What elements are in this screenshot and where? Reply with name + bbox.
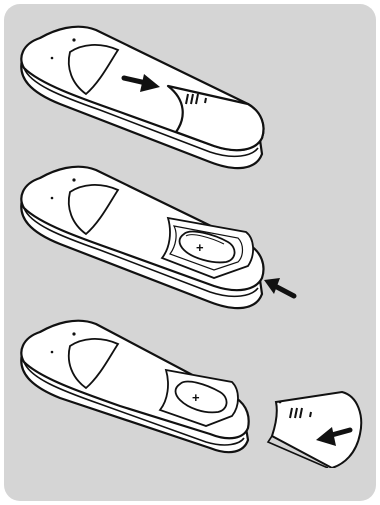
battery-plus-label: + xyxy=(192,390,200,405)
remote-and-cover-drawing: + xyxy=(0,318,380,468)
remote-with-cover-drawing xyxy=(0,0,380,175)
arrow-upleft-icon xyxy=(264,278,294,296)
led-dot-icon xyxy=(72,38,75,41)
remote-open-drawing: + xyxy=(0,162,380,322)
step-2-insert-battery: + xyxy=(0,162,380,322)
step-3-replace-cover: + xyxy=(0,318,380,468)
step-1-remove-cover xyxy=(0,0,380,175)
battery-plus-label: + xyxy=(196,240,204,255)
